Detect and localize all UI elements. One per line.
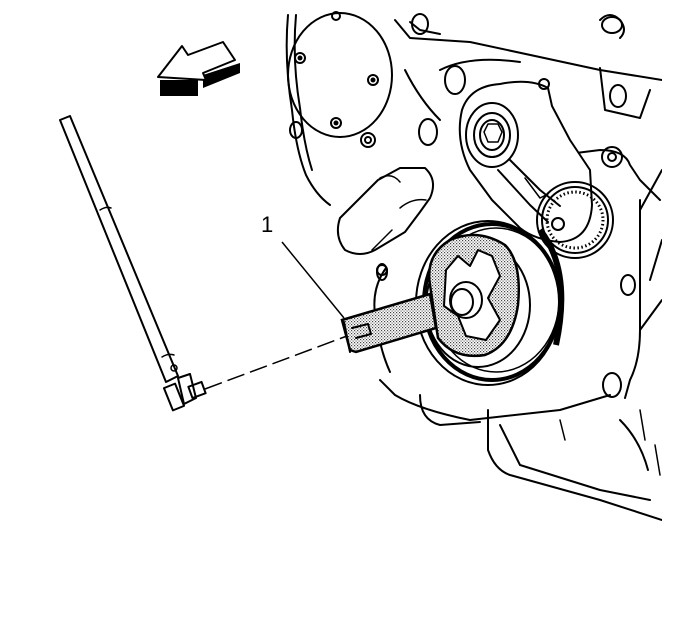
arrow-left-icon [157, 41, 240, 96]
alignment-dashed-line [204, 332, 356, 390]
callout-leader-line [281, 241, 345, 319]
breaker-bar [59, 115, 207, 412]
engine-front-cover [285, 11, 662, 521]
belt-tensioner [458, 78, 614, 259]
callout-label-1: 1 [261, 212, 274, 237]
balancer-holding-tool [340, 233, 520, 358]
crank-position-sensor [336, 167, 435, 281]
